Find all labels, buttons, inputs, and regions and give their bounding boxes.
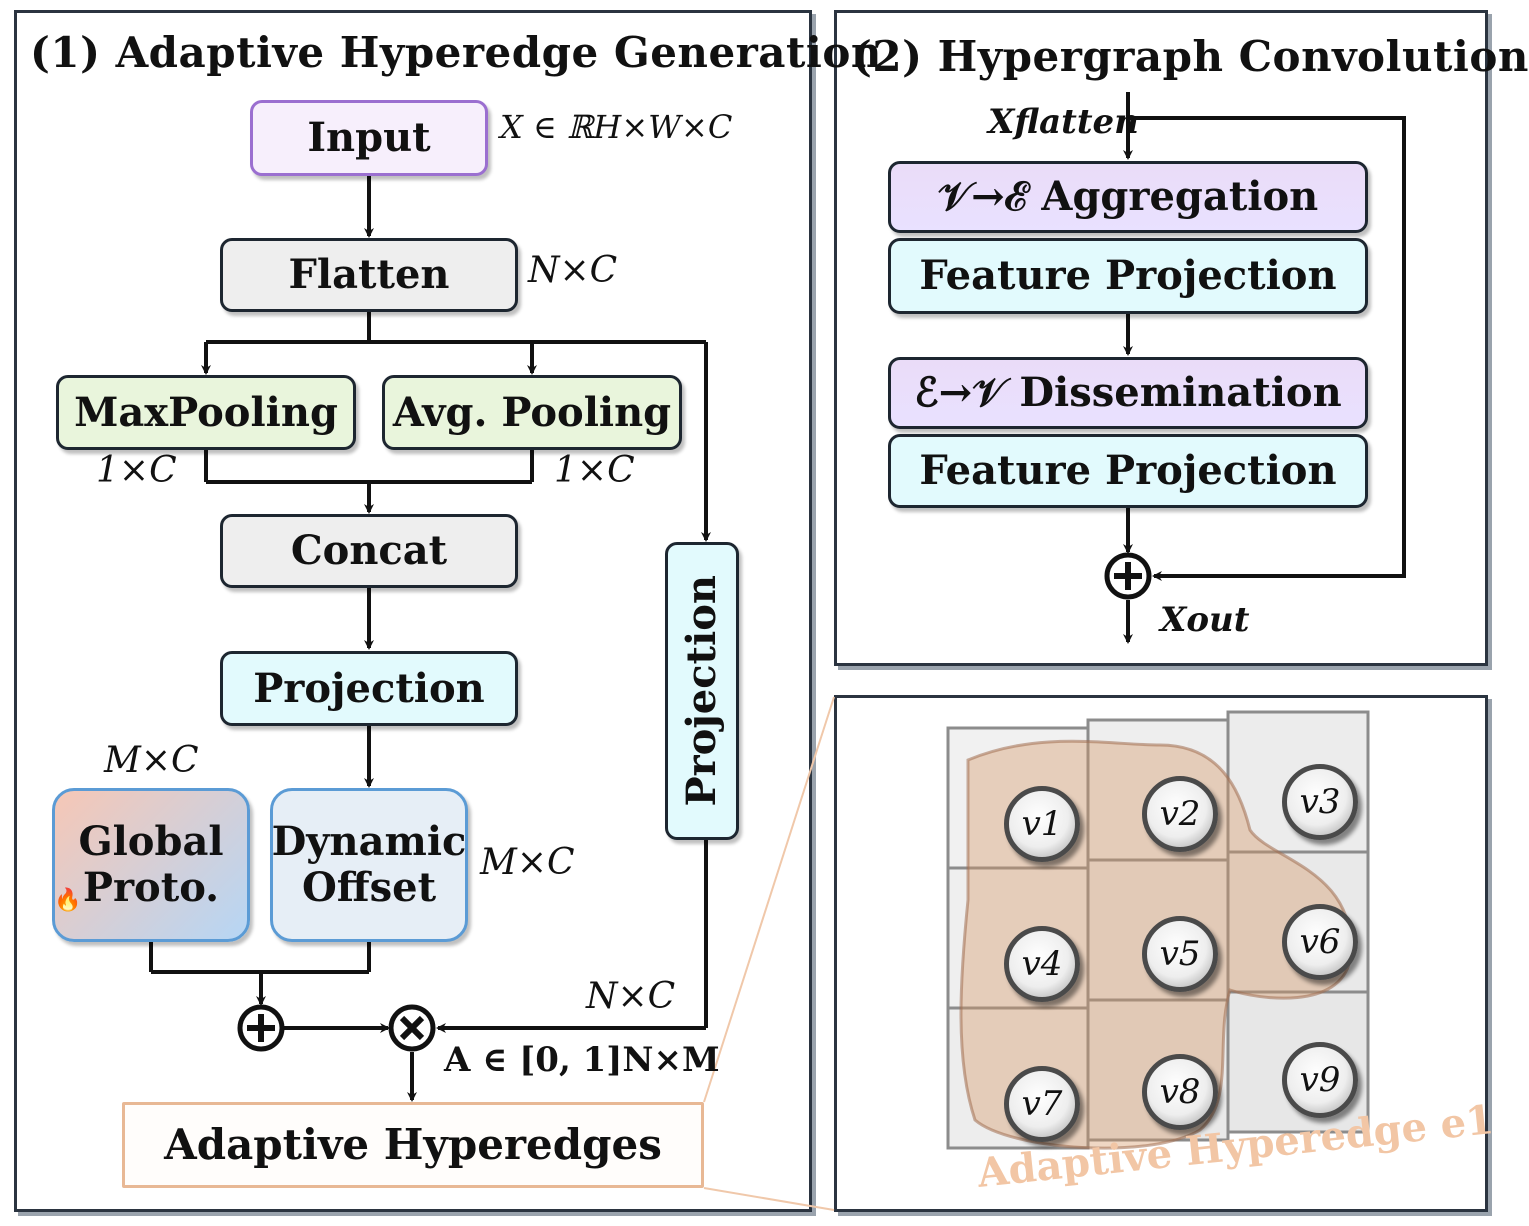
feature-projection-2-box: Feature Projection (888, 434, 1368, 508)
panel2-title: (2) Hypergraph Convolution (852, 32, 1529, 81)
maxpooling-box: MaxPooling (56, 375, 356, 450)
projection-box: Projection (220, 651, 518, 726)
dissemination-box: ℰ→𝒱 Dissemination (888, 357, 1368, 429)
adaptive-hyperedges-box: Adaptive Hyperedges (122, 1102, 704, 1188)
flatten-box: Flatten (220, 238, 518, 312)
node-v5: v5 (1142, 916, 1218, 992)
panel1-title: (1) Adaptive Hyperedge Generation (30, 28, 882, 77)
add-operator-icon (237, 1004, 285, 1052)
flatten-dimension: N×C (528, 250, 618, 291)
node-v1: v1 (1004, 786, 1080, 862)
proto-dimension: M×C (104, 740, 199, 781)
dynamic-offset-box: Dynamic Offset (270, 788, 468, 942)
side-projection-label: Projection (678, 575, 725, 807)
offset-dimension: M×C (480, 842, 575, 883)
avgpooling-box: Avg. Pooling (382, 375, 682, 450)
feature-projection-1-box: Feature Projection (888, 238, 1368, 314)
maxpool-dimension: 1×C (96, 450, 177, 491)
multiply-operator-icon (388, 1004, 436, 1052)
node-v9: v9 (1282, 1042, 1358, 1118)
side-projection-box: Projection (665, 542, 739, 840)
residual-add-icon (1104, 552, 1152, 600)
input-box: Input (250, 100, 488, 176)
aggregation-box: 𝒱→ℰ Aggregation (888, 161, 1368, 233)
flame-icon: 🔥 (54, 888, 82, 913)
x-out-label: Xout (1160, 600, 1250, 640)
concat-box: Concat (220, 514, 518, 588)
node-v6: v6 (1282, 904, 1358, 980)
association-matrix-label: A ∈ [0, 1]N×M (444, 1040, 720, 1080)
input-dimension: X ∈ ℝH×W×C (500, 108, 733, 146)
node-v4: v4 (1004, 926, 1080, 1002)
node-v3: v3 (1282, 764, 1358, 840)
node-v7: v7 (1004, 1066, 1080, 1142)
node-v2: v2 (1142, 776, 1218, 852)
side-dimension: N×C (586, 976, 676, 1017)
node-v8: v8 (1142, 1054, 1218, 1130)
global-proto-box: Global Proto. (52, 788, 250, 942)
avgpool-dimension: 1×C (554, 450, 635, 491)
x-flatten-label: Xflatten (988, 102, 1139, 142)
